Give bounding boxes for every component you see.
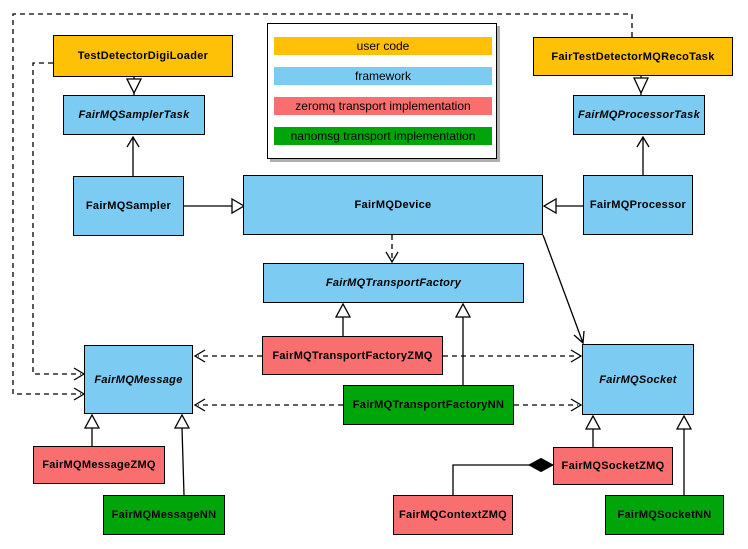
edge-device-depends-transportfactory [385,235,399,264]
edge-messagenn-inherits-message [173,413,191,496]
node-fairmq-transport-factory-zmq: FairMQTransportFactoryZMQ [262,336,443,375]
node-fairmq-sampler: FairMQSampler [73,176,184,236]
edge-factoryzmq-depends-socket [443,349,583,363]
edge-device-uses-socket [542,234,585,345]
node-fairmq-message-nn: FairMQMessageNN [103,495,225,535]
edge-messagezmq-inherits-message [83,413,101,446]
legend: user code framework zeromq transport imp… [267,23,497,159]
legend-item-nanomsg: nanomsg transport implementation [274,127,492,145]
legend-item-zeromq: zeromq transport implementation [274,97,492,115]
node-fairmq-context-zmq: FairMQContextZMQ [393,495,513,535]
node-fair-test-detector-mq-reco-task: FairTestDetectorMQRecoTask [533,37,733,76]
node-fairmq-socket-nn: FairMQSocketNN [605,495,724,535]
node-fairmq-socket: FairMQSocket [582,344,694,415]
edge-processor-inherits-device [542,197,583,215]
edge-factoryzmq-depends-message [193,349,262,363]
node-fairmq-sampler-task: FairMQSamplerTask [63,95,205,135]
node-fairmq-message-zmq: FairMQMessageZMQ [33,446,165,484]
node-fairmq-transport-factory: FairMQTransportFactory [263,263,524,303]
node-fairmq-device: FairMQDevice [243,175,543,235]
edge-socketzmq-inherits-socket [584,414,602,447]
legend-item-user-code: user code [274,37,492,55]
edge-sampler-uses-samplertask [126,135,140,176]
node-fairmq-transport-factory-nn: FairMQTransportFactoryNN [343,385,514,425]
node-fairmq-processor: FairMQProcessor [583,175,693,235]
edge-sampler-inherits-device [184,197,246,215]
node-fairmq-processor-task: FairMQProcessorTask [573,95,705,135]
node-fairmq-socket-zmq: FairMQSocketZMQ [553,447,673,485]
edge-factorynn-depends-message [193,398,343,412]
edge-processor-uses-processortask [636,135,650,175]
edge-socketnn-inherits-socket [675,414,693,495]
edge-socketzmq-composes-contextzmq [452,457,555,495]
edge-recotask-inherits-processortask [632,76,650,95]
edge-factorynn-depends-socket [514,398,583,412]
edge-factoryzmq-inherits-transportfactory [334,302,352,336]
edge-digiloader-inherits-samplertask [125,77,143,95]
node-fairmq-message: FairMQMessage [84,345,193,414]
node-test-detector-digi-loader: TestDetectorDigiLoader [53,35,233,77]
legend-item-framework: framework [274,67,492,85]
edge-factorynn-inherits-transportfactory [454,302,472,385]
